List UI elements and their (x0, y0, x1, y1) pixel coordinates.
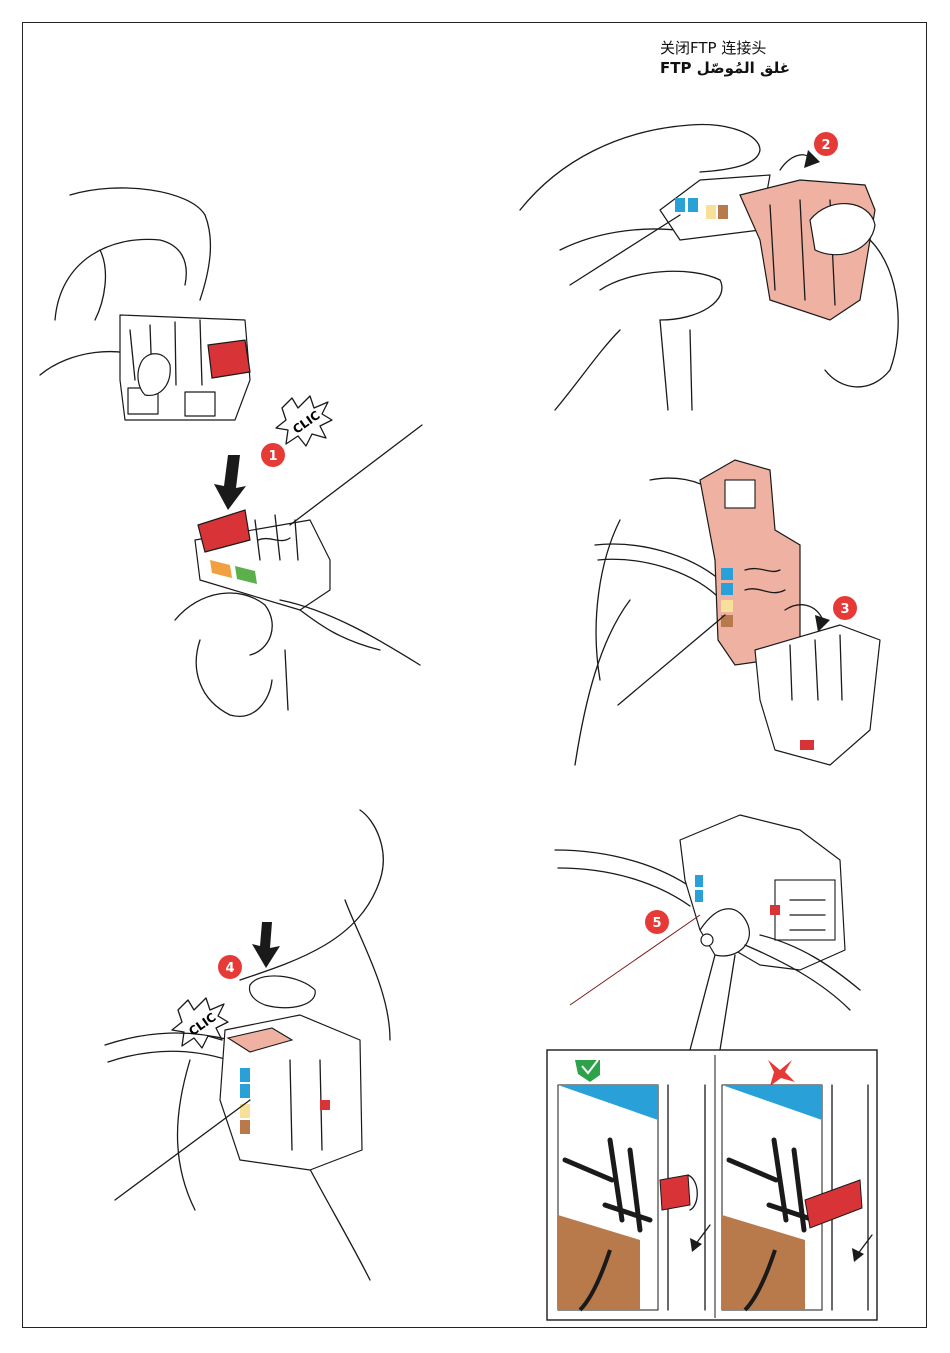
red-clip (208, 340, 250, 378)
panel-step-3: 3 (575, 460, 880, 765)
panel-step-2: 2 (520, 125, 898, 410)
arrow-curved-icon (804, 150, 820, 168)
step-number-1: 1 (268, 449, 277, 464)
panel-step-4: 4 CLIC (105, 810, 390, 1280)
step-number-4: 4 (225, 961, 234, 976)
panel-step-5: 5 (547, 815, 877, 1320)
arrow-down-icon (214, 455, 246, 510)
arrow-down-icon-4 (252, 922, 280, 968)
step-number-2: 2 (821, 138, 830, 153)
panel-step-1: CLIC 1 (40, 188, 422, 716)
step-number-5: 5 (652, 916, 661, 931)
clic-label-1: CLIC (290, 408, 323, 437)
step-number-3: 3 (840, 602, 849, 617)
